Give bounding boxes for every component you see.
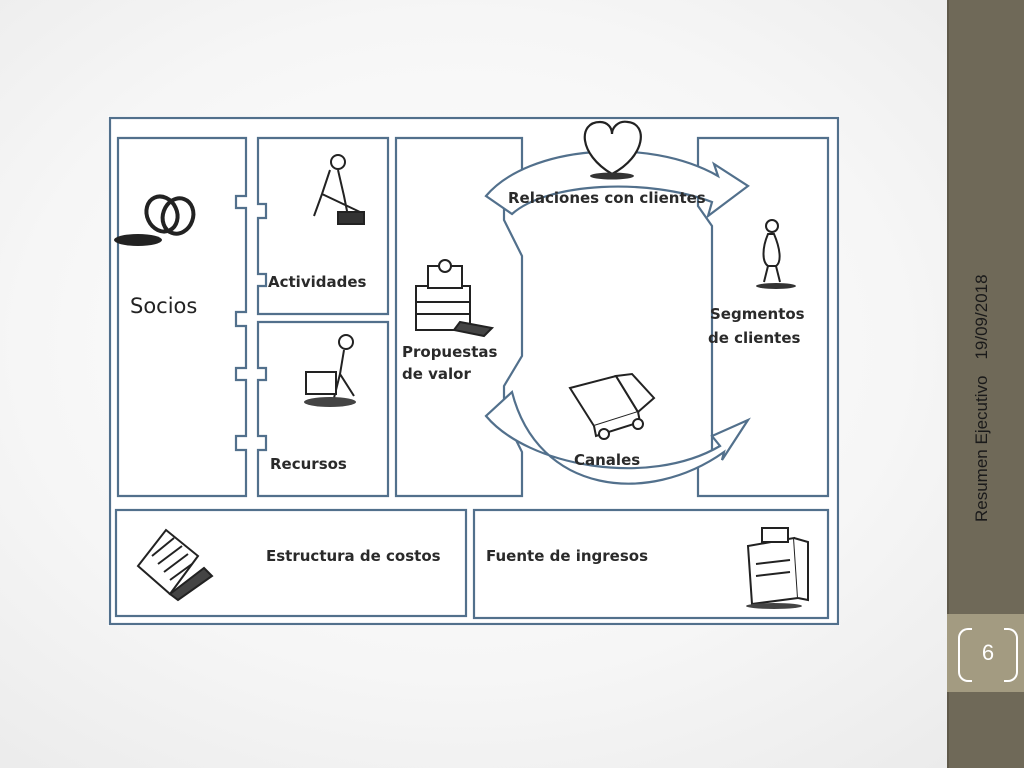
socios-label: Socios (130, 294, 198, 318)
relaciones-arrow (484, 150, 750, 219)
worker-icon (313, 154, 365, 225)
segmentos-label-line2: de clientes (708, 329, 801, 347)
page-number: 6 (981, 640, 995, 665)
canales-label: Canales (574, 451, 641, 469)
costos-block (114, 508, 468, 618)
recursos-label: Recursos (270, 455, 347, 473)
canales-arrow (484, 389, 751, 485)
receipt-icon (136, 528, 214, 602)
ingresos-block (472, 508, 830, 620)
canvas-frame (108, 116, 840, 626)
cash-register-icon (746, 527, 809, 609)
recursos-block (256, 320, 390, 498)
ingresos-label: Fuente de ingresos (486, 547, 649, 565)
heart-icon (583, 120, 642, 180)
propuestas-label-line1: Propuestas (402, 343, 498, 361)
propuestas-label-line2: de valor (402, 365, 471, 383)
rings-icon (114, 194, 196, 246)
footer-title: Resumen Ejecutivo (972, 375, 991, 522)
actividades-block (256, 136, 390, 316)
gift-boxes-icon (415, 259, 495, 338)
bracket-left (958, 628, 972, 682)
truck-icon (568, 372, 656, 440)
person-pushing-icon (304, 334, 356, 407)
segmentos-label-line1: Segmentos (710, 305, 805, 323)
bracket-right (1004, 628, 1018, 682)
socios-block (116, 136, 248, 498)
footer-date: 19/09/2018 (972, 274, 991, 360)
actividades-label: Actividades (268, 273, 367, 291)
sidebar-divider (947, 0, 949, 768)
costos-label: Estructura de costos (266, 547, 441, 565)
relaciones-label: Relaciones con clientes (508, 189, 706, 207)
page-number-box: 6 (958, 628, 1018, 682)
business-model-canvas: Socios Actividades Recursos Propuestas d… (108, 116, 840, 626)
person-icon (756, 219, 796, 289)
slide-footer: Resumen Ejecutivo 19/09/2018 (972, 274, 992, 522)
